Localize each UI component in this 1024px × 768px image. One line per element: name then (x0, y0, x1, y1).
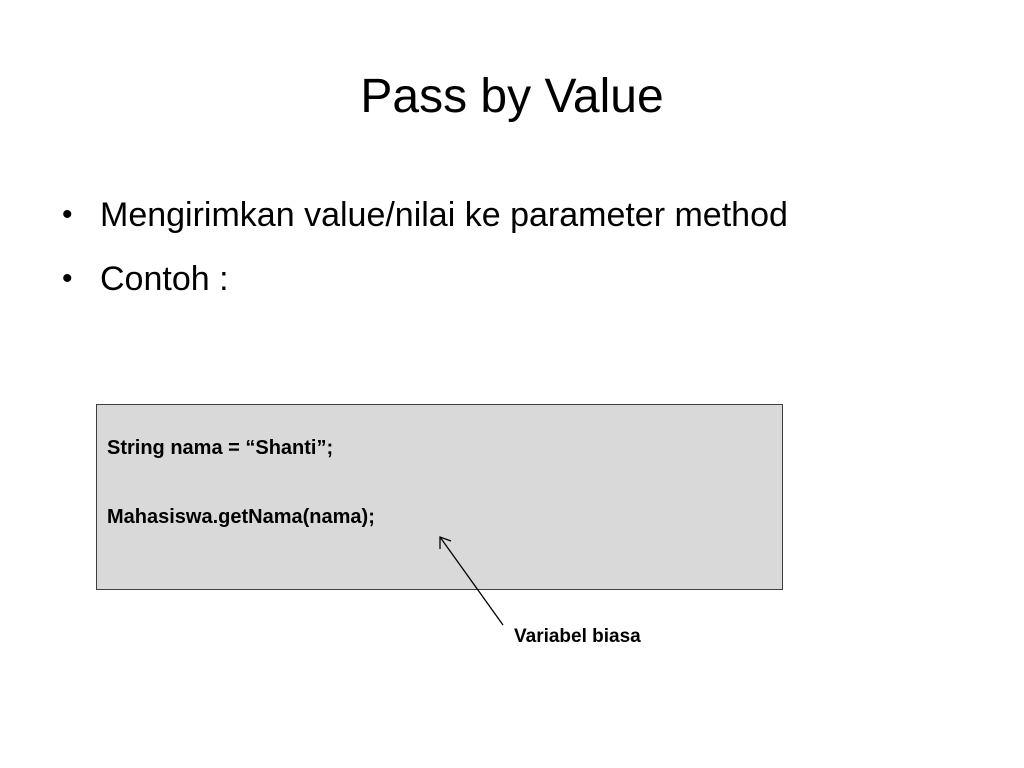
bullet-item: • Mengirimkan value/nilai ke parameter m… (60, 188, 860, 242)
code-line-method-call: Mahasiswa.getNama(nama); (107, 506, 375, 528)
code-line-string-declaration: String nama = “Shanti”; (107, 437, 334, 459)
annotation-label: Variabel biasa (514, 626, 641, 647)
slide-title: Pass by Value (360, 70, 664, 123)
bullet-item: • Contoh : (60, 252, 860, 306)
bullet-marker: • (62, 198, 73, 231)
bullet-list: • Mengirimkan value/nilai ke parameter m… (60, 188, 860, 316)
code-box: String nama = “Shanti”; Mahasiswa.getNam… (96, 404, 783, 590)
bullet-text: Contoh : (100, 260, 229, 298)
bullet-marker: • (62, 262, 73, 295)
bullet-text: Mengirimkan value/nilai ke parameter met… (100, 196, 788, 234)
